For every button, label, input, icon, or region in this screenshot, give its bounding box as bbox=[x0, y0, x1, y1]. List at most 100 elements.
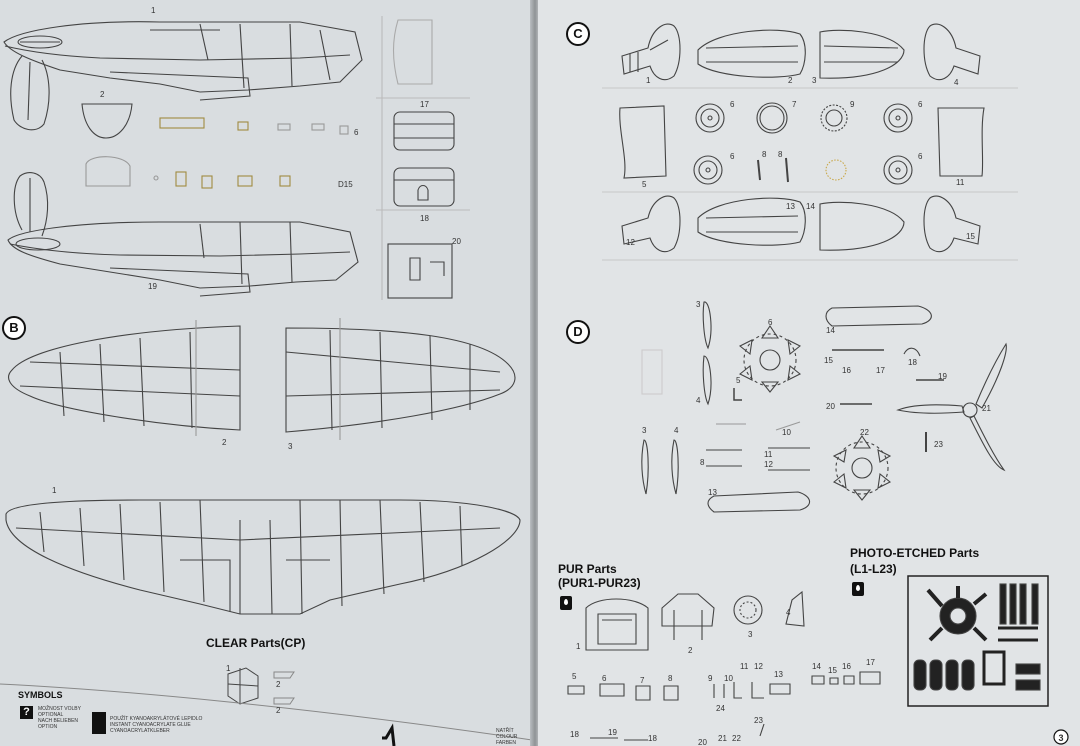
part-label: 23 bbox=[754, 716, 763, 725]
propeller bbox=[896, 342, 1007, 472]
part-label: 8 bbox=[668, 674, 673, 683]
part-label: 23 bbox=[934, 440, 943, 449]
canopy-part bbox=[81, 103, 133, 139]
part-label: 17 bbox=[866, 658, 875, 667]
part-label: 4 bbox=[696, 396, 701, 405]
book-gutter bbox=[530, 0, 540, 746]
symbols-heading: SYMBOLS bbox=[18, 690, 63, 700]
part-label: 1 bbox=[151, 6, 156, 15]
page-number: 3 bbox=[1058, 733, 1064, 743]
right-page-drawing bbox=[567, 23, 1069, 745]
part-label: 24 bbox=[716, 704, 725, 713]
part-label: 14 bbox=[812, 662, 821, 671]
part-label: 22 bbox=[860, 428, 869, 437]
part-label: 12 bbox=[626, 238, 635, 247]
part-label: 10 bbox=[724, 674, 733, 683]
part-label: 3 bbox=[812, 76, 817, 85]
part-label: 4 bbox=[674, 426, 679, 435]
left-page: 1 2 6 D15 17 18 19 20 B 2 3 1 CLEAR Part… bbox=[0, 0, 532, 746]
cyanoacrylate-glue-icon bbox=[852, 582, 864, 596]
part-label: 14 bbox=[806, 202, 815, 211]
part-label: 4 bbox=[954, 78, 959, 87]
paint-symbol-text: NATŘÍT COLOUR FARBEN bbox=[496, 728, 518, 746]
part-label: 6 bbox=[730, 152, 735, 161]
part-label: 12 bbox=[764, 460, 773, 469]
part-label: 2 bbox=[276, 706, 281, 715]
part-label: 5 bbox=[736, 376, 741, 385]
sprue-letter-d: D bbox=[566, 320, 590, 344]
part-label: 1 bbox=[646, 76, 651, 85]
optional-symbol-icon: ? bbox=[20, 706, 33, 719]
part-label: 15 bbox=[824, 356, 833, 365]
engine-cylinders-front bbox=[738, 325, 802, 393]
photo-etched-heading: PHOTO-ETCHED Parts bbox=[850, 546, 980, 560]
part-label: 8 bbox=[700, 458, 705, 467]
part-label: 2 bbox=[222, 438, 227, 447]
photo-etched-range: (L1-L23) bbox=[850, 562, 897, 576]
part-label: 15 bbox=[828, 666, 837, 675]
part-label: 1 bbox=[52, 486, 57, 495]
part-label: 11 bbox=[956, 178, 965, 187]
engine-cylinders-rear bbox=[832, 435, 892, 501]
part-label: 8 bbox=[762, 150, 767, 159]
part-label: 6 bbox=[602, 674, 607, 683]
part-label: 16 bbox=[842, 366, 851, 375]
part-label: 13 bbox=[708, 488, 717, 497]
part-label: 8 bbox=[778, 150, 783, 159]
part-label: 21 bbox=[982, 404, 991, 413]
part-label: 18 bbox=[420, 214, 429, 223]
part-label: 20 bbox=[698, 738, 707, 746]
left-page-drawing bbox=[0, 16, 532, 746]
part-label: 16 bbox=[842, 662, 851, 671]
right-page: C 1 2 3 4 5 6 7 9 6 6 8 8 6 11 12 13 14 … bbox=[538, 0, 1080, 746]
part-label: 6 bbox=[730, 100, 735, 109]
part-label: 6 bbox=[354, 128, 359, 137]
part-label: 9 bbox=[850, 100, 855, 109]
part-label: 20 bbox=[452, 237, 461, 246]
part-label: 20 bbox=[826, 402, 835, 411]
part-label: 9 bbox=[708, 674, 713, 683]
part-label: 6 bbox=[918, 100, 923, 109]
glue-symbol-text: POUŽÍT KYANOAKRYLÁTOVÉ LEPIDLO INSTANT C… bbox=[110, 716, 203, 734]
part-label: 21 bbox=[718, 734, 727, 743]
part-label: 5 bbox=[572, 672, 577, 681]
part-label: 2 bbox=[788, 76, 793, 85]
part-label: 5 bbox=[642, 180, 647, 189]
part-label: 11 bbox=[764, 450, 773, 459]
part-label: 2 bbox=[688, 646, 693, 655]
part-label: 3 bbox=[696, 300, 701, 309]
part-label: 6 bbox=[768, 318, 773, 327]
clear-parts-heading: CLEAR Parts(CP) bbox=[206, 636, 306, 650]
part-label: 11 bbox=[740, 662, 749, 671]
part-label: 17 bbox=[876, 366, 885, 375]
part-label: 19 bbox=[148, 282, 157, 291]
photo-etched-fret bbox=[907, 575, 1049, 707]
part-label: 18 bbox=[570, 730, 579, 739]
part-label: D15 bbox=[338, 180, 353, 189]
part-label: 4 bbox=[786, 608, 791, 617]
part-label: 2 bbox=[100, 90, 105, 99]
part-label: 3 bbox=[748, 630, 753, 639]
part-label: 13 bbox=[774, 670, 783, 679]
part-label: 3 bbox=[288, 442, 293, 451]
part-label: 10 bbox=[782, 428, 791, 437]
clear-parts-drawing bbox=[227, 667, 295, 705]
part-label: 2 bbox=[276, 680, 281, 689]
pur-parts-drawing bbox=[567, 590, 881, 741]
part-label: 1 bbox=[226, 664, 231, 673]
part-label: 22 bbox=[732, 734, 741, 743]
part-label: 12 bbox=[754, 662, 763, 671]
part-label: 1 bbox=[576, 642, 581, 651]
fuselage-half-top bbox=[3, 21, 363, 131]
wing-upper-halves bbox=[5, 318, 521, 615]
part-label: 7 bbox=[640, 676, 645, 685]
part-label: 18 bbox=[648, 734, 657, 743]
sprue-letter-c: C bbox=[566, 22, 590, 46]
pur-parts-heading: PUR Parts bbox=[558, 562, 617, 576]
part-label: 19 bbox=[608, 728, 617, 737]
part-label: 17 bbox=[420, 100, 429, 109]
part-label: 15 bbox=[966, 232, 975, 241]
optional-symbol-text: MOŽNOST VOLBY OPTIONAL NACH BELIEBEN OPT… bbox=[38, 706, 81, 730]
part-label: 18 bbox=[908, 358, 917, 367]
